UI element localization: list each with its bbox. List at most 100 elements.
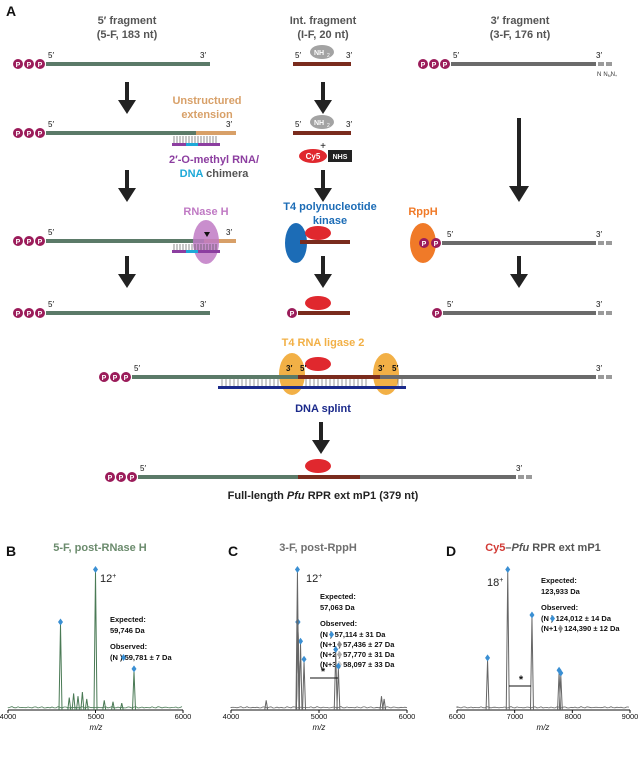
full-length-rna: [138, 475, 298, 479]
peak-marker: [333, 646, 339, 654]
svg-text:3′: 3′: [596, 364, 602, 373]
svg-text:5′: 5′: [453, 51, 459, 60]
svg-text:5′: 5′: [447, 230, 453, 239]
panel-label-b: B: [6, 543, 16, 559]
svg-text:P: P: [16, 62, 21, 69]
arrow-5f-1: [118, 82, 136, 114]
arrow-if-3: [314, 256, 332, 288]
peak-marker: [505, 566, 511, 573]
rnase-h-enzyme: [172, 220, 220, 264]
spectrum-d-charge: 18+: [487, 577, 503, 589]
rna-5f-row4: [46, 311, 210, 315]
svg-text:P: P: [432, 62, 437, 69]
peak-marker: [558, 669, 564, 677]
svg-text:P: P: [443, 62, 448, 69]
spectrum-d-title: Cy5–Pfu RPR ext mP1: [485, 542, 601, 554]
spectrum-c-xtick-0: 4000: [223, 712, 240, 721]
svg-text:P: P: [421, 62, 426, 69]
spectrum-peak: [529, 617, 534, 711]
rna-if-row2: [293, 131, 351, 135]
svg-text:59,746 Da: 59,746 Da: [110, 626, 145, 635]
splint-label: DNA splint: [295, 403, 351, 415]
spectrum-d-xtick-3: 9000: [622, 712, 639, 721]
spectrum-d-axis: [456, 709, 631, 713]
peak-marker: [529, 611, 535, 619]
spectrum-b-xtick-2: 6000: [175, 712, 192, 721]
spectrum-c: 3-F, post-RppH 12+ Expected: 57,063 Da O…: [223, 542, 416, 732]
chimera-probe-row2: [172, 136, 220, 146]
svg-text:Expected:: Expected:: [110, 615, 146, 624]
panel-label-c: C: [228, 543, 238, 559]
spectrum-peak: [80, 692, 85, 711]
svg-text:P: P: [290, 311, 295, 318]
spectrum-peak: [76, 696, 80, 711]
spectrum-b-charge: 12+: [100, 573, 116, 585]
spectrum-c-star: *: [321, 666, 326, 678]
spectrum-baseline: [7, 706, 183, 709]
header-3f-line2: (3-F, 176 nt): [490, 29, 551, 41]
spectrum-c-peaks: [230, 566, 408, 711]
svg-text:P: P: [38, 239, 43, 246]
svg-text:5′: 5′: [295, 120, 301, 129]
svg-text:P: P: [38, 131, 43, 138]
svg-text:5′: 5′: [48, 300, 54, 309]
unstructured-label-2: extension: [181, 109, 233, 121]
spectrum-c-title: 3-F, post-RppH: [279, 542, 357, 554]
spectrum-peak: [336, 668, 341, 711]
header-5f-line1: 5′ fragment: [98, 15, 157, 27]
spectrum-d-xtick-1: 7000: [507, 712, 524, 721]
spectrum-b-title: 5-F, post-RNase H: [53, 542, 147, 554]
arrow-if-1: [314, 82, 332, 114]
spectrum-c-observed-2: (N+2 ) 57,770 ± 31 Da: [320, 650, 395, 659]
svg-text:5′: 5′: [134, 364, 140, 373]
spectrum-c-observed-1: (N+1 ) 57,436 ± 27 Da: [320, 640, 395, 649]
spectrum-c-xtick-2: 6000: [399, 712, 416, 721]
spectrum-peak: [67, 697, 72, 711]
spectrum-peak: [111, 701, 115, 711]
svg-text:P: P: [27, 311, 32, 318]
spectrum-peak: [119, 702, 124, 711]
spectrum-c-xtick-1: 5000: [311, 712, 328, 721]
spectrum-peak: [58, 624, 63, 711]
spectrum-b-xtick-0: 4000: [0, 712, 16, 721]
spectrum-peak: [264, 700, 269, 711]
spectrum-peak: [382, 698, 387, 711]
svg-text:P: P: [16, 239, 21, 246]
peak-marker: [294, 566, 300, 573]
svg-text:P: P: [38, 311, 43, 318]
rna-if-row4: P: [287, 296, 350, 318]
t4-pnk-label-1: T4 polynucleotide: [283, 201, 377, 213]
svg-text:3′: 3′: [200, 51, 206, 60]
svg-text:3′: 3′: [378, 364, 384, 373]
spectrum-peak: [84, 698, 89, 711]
spectrum-b-observed-0: (N ) 59,781 ± 7 Da: [110, 653, 172, 662]
svg-text:P: P: [27, 239, 32, 246]
dna-splint: [218, 379, 406, 389]
svg-text:P: P: [27, 62, 32, 69]
spectrum-peak: [132, 671, 136, 711]
svg-text:Expected:: Expected:: [320, 592, 356, 601]
ligase-right: [373, 353, 399, 395]
svg-text:P: P: [113, 375, 118, 382]
arrow-3f-1: [509, 118, 529, 202]
header-if-line1: Int. fragment: [290, 15, 357, 27]
unstructured-label-1: Unstructured: [172, 95, 241, 107]
column-headers: 5′ fragment (5-F, 183 nt) Int. fragment …: [97, 15, 551, 41]
spectrum-baseline: [230, 706, 408, 709]
svg-text:P: P: [435, 311, 440, 318]
triphosphate-5f-row1: P P P: [13, 59, 45, 69]
svg-text:P: P: [434, 241, 439, 248]
svg-text:P: P: [27, 131, 32, 138]
spectrum-d-xtick-0: 6000: [449, 712, 466, 721]
peak-marker: [485, 654, 491, 662]
rna-3f-row4: [443, 311, 596, 315]
spectrum-d: Cy5–Pfu RPR ext mP1 18+ Expected: 123,93…: [449, 542, 639, 732]
spectrum-b-axis: [7, 709, 184, 713]
svg-text:P: P: [38, 62, 43, 69]
spectrum-peak: [505, 571, 510, 711]
svg-text:123,933 Da: 123,933 Da: [541, 587, 581, 596]
t4-pnk-label-2: kinase: [313, 215, 347, 227]
rpph-label: RppH: [408, 206, 437, 218]
peak-marker: [298, 637, 304, 645]
